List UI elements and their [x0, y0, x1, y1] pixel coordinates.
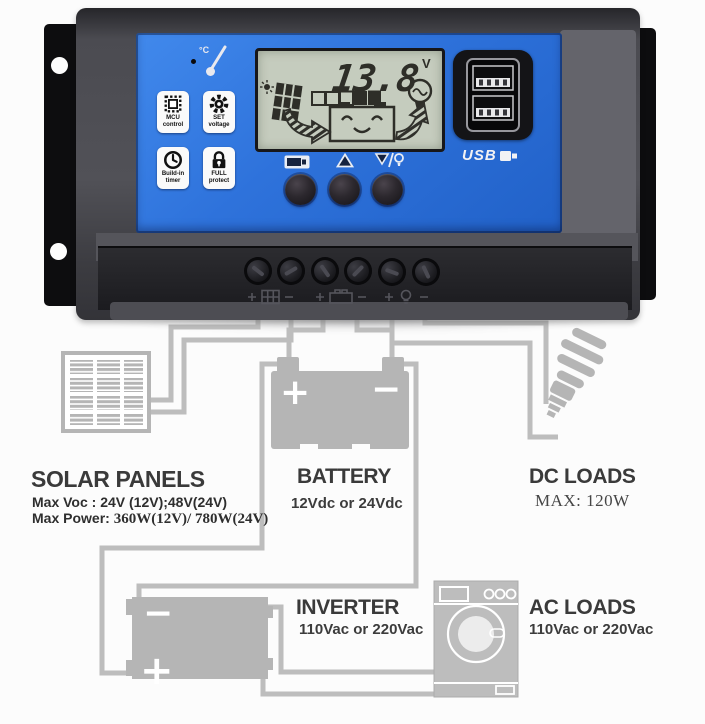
mounting-hole [51, 57, 68, 74]
build-in-timer-button: Build-in timer [157, 147, 189, 189]
usb-port-block [453, 50, 533, 140]
inverter-minus-symbol: − [143, 593, 173, 634]
solar-panels-title: SOLAR PANELS [31, 466, 205, 492]
usb-text: USB [462, 147, 497, 164]
gear-icon [209, 94, 229, 114]
solar-power-value: 360W(12V)/ 780W(24V) [113, 511, 269, 527]
mounting-hole [50, 243, 67, 260]
inverter-title: INVERTER [296, 596, 399, 619]
function-button-label: MCU control [162, 115, 184, 128]
solar-panel-icon [61, 351, 151, 433]
function-button-label: FULL protect [208, 171, 230, 184]
function-button-label: SET voltage [208, 115, 230, 128]
mcu-chip-icon [164, 95, 182, 113]
battery-indicator-icon [284, 155, 310, 169]
wire-battery-to-inverter-negative [136, 361, 419, 599]
battery-minus-symbol: − [371, 369, 401, 410]
lcd-voltage-unit: V [422, 56, 431, 71]
dc-loads-spec: MAX: 120W [535, 491, 630, 510]
usb-plug-icon [499, 150, 517, 161]
terminal-screw-load-minus [412, 258, 440, 286]
dual-usb-ports [466, 58, 520, 132]
ac-loads-title: AC LOADS [529, 596, 636, 619]
usb-port-bottom [472, 95, 514, 121]
clock-icon [164, 151, 182, 169]
cfl-bulb-icon [546, 327, 607, 419]
lcd-battery-gauge-icon [311, 90, 381, 106]
wire-inverter-to-ac-2 [260, 678, 435, 697]
battery-title: BATTERY [297, 465, 392, 488]
wire-battery-to-inverter-positive [99, 361, 283, 676]
lcd-battery-smiley-icon [328, 102, 396, 143]
battery-icon: + − [271, 357, 409, 450]
indicator-led [191, 59, 196, 64]
battery-terminal-icon [316, 289, 366, 304]
controller-body-right-panel [560, 30, 636, 236]
inverter-plus-symbol: + [140, 648, 174, 694]
inverter-spec: 110Vac or 220Vac [299, 621, 424, 638]
down-arrow-lamp-icon [374, 152, 404, 168]
wire-dc-load-1 [389, 306, 558, 440]
function-button-label: Build-in timer [161, 171, 185, 184]
set-voltage-button: SET voltage [203, 91, 235, 133]
ac-loads-spec: 110Vac or 220Vac [529, 621, 654, 638]
up-button [329, 174, 360, 205]
battery-spec: 12Vdc or 24Vdc [291, 495, 403, 512]
terminal-icons [248, 289, 428, 305]
load-terminal-icon [385, 289, 428, 304]
mcu-control-button: MCU control [157, 91, 189, 133]
controller-bottom-edge [110, 302, 628, 320]
lcd-solar-panel-icon [260, 80, 303, 123]
padlock-icon [212, 151, 226, 169]
solar-power-prefix: Max Power: [32, 510, 110, 526]
dc-loads-title: DC LOADS [529, 465, 636, 488]
lcd-discharge-arrow-icon [394, 101, 430, 141]
usb-label: USB [462, 147, 538, 164]
wiring-diagram: + − − + [61, 306, 607, 698]
full-protect-button: FULL protect [203, 147, 235, 189]
down-light-button [372, 174, 403, 205]
terminal-screw-battery-plus [311, 257, 339, 285]
terminal-screw-load-plus [378, 258, 406, 286]
terminal-screw-solar-plus [244, 257, 272, 285]
solar-terminal-icon [248, 289, 293, 305]
washing-machine-icon [433, 580, 519, 698]
solar-panels-spec-power: Max Power: 360W(12V)/ 780W(24V) [32, 510, 268, 528]
battery-plus-symbol: + [280, 372, 310, 413]
terminal-screw-battery-minus [344, 257, 372, 285]
inverter-icon: − + [126, 593, 273, 694]
solar-panels-spec-voc: Max Voc : 24V (12V);48V(24V) [32, 494, 228, 510]
wire-solar-positive [149, 306, 261, 403]
lcd-charge-arrow-icon [283, 107, 332, 145]
battery-mode-button [285, 174, 316, 205]
usb-port-top [472, 65, 514, 91]
svg-text:°C: °C [199, 45, 210, 55]
terminal-screw-solar-minus [277, 257, 305, 285]
wire-inverter-to-ac-1 [267, 604, 435, 675]
thermometer-icon: °C [199, 45, 227, 76]
up-arrow-icon [336, 153, 354, 168]
lcd-display: 13.8 V [255, 48, 445, 152]
